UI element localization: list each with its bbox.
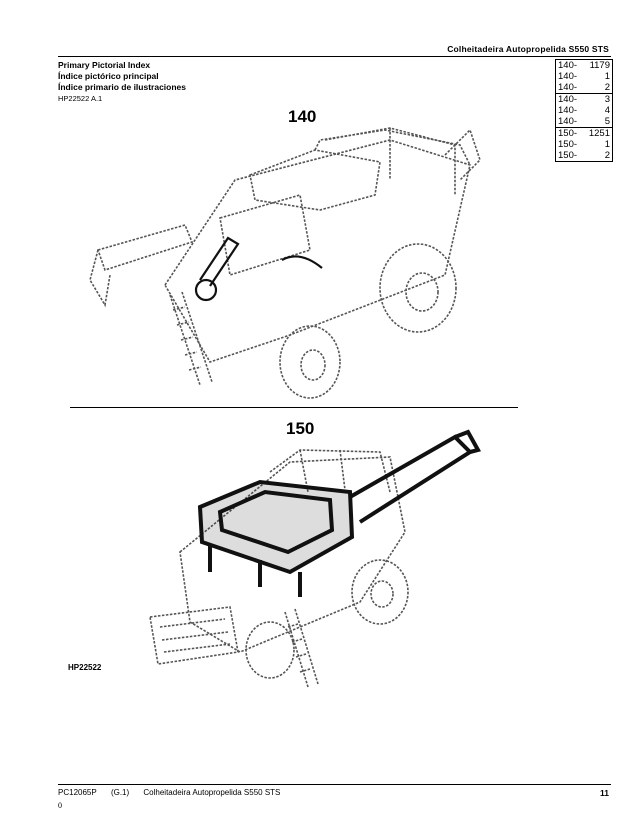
combine-illustration-150[interactable]: 150 HP22522: [60, 412, 530, 694]
reference-row[interactable]: 140-2: [558, 82, 610, 93]
footer-extra: 0: [58, 801, 62, 810]
figure-label-150: 150: [286, 419, 314, 438]
footer-doc-number: PC12065P: [58, 788, 97, 797]
header-rule: [58, 56, 611, 57]
index-title-pt: Índice pictórico principal: [58, 71, 159, 81]
reference-row[interactable]: 140-1: [558, 71, 610, 82]
reference-group: 140-1179 140-1 140-2: [555, 59, 613, 94]
index-title-es: Índice primario de ilustraciones: [58, 82, 187, 92]
footer-title: Colheitadeira Autopropelida S550 STS: [143, 788, 281, 797]
figure-label-140: 140: [288, 107, 316, 126]
reference-group: 150-1251 150-1 150-2: [555, 127, 613, 162]
highlighted-component-140: [194, 236, 323, 302]
index-title-en: Primary Pictorial Index: [58, 60, 151, 70]
reference-row[interactable]: 150-1: [558, 139, 610, 150]
highlighted-component-150: [197, 429, 482, 597]
footer-rule: [58, 784, 611, 785]
combine-illustration-140[interactable]: 140: [60, 100, 500, 400]
footer-code: (G.1): [110, 788, 130, 797]
reference-row[interactable]: 140-1179: [558, 60, 610, 71]
reference-row[interactable]: 150-1251: [558, 128, 610, 139]
page-header-title: Colheitadeira Autopropelida S550 STS: [447, 44, 609, 54]
figure-separator: [70, 407, 518, 408]
reference-row[interactable]: 150-2: [558, 150, 610, 161]
reference-row[interactable]: 140-5: [558, 116, 610, 127]
reference-group: 140-3 140-4 140-5: [555, 93, 613, 128]
page-number: 11: [600, 788, 609, 798]
reference-row[interactable]: 140-3: [558, 94, 610, 105]
page-reference-table: 140-1179 140-1 140-2 140-3 140-4 140-5 1…: [555, 59, 613, 162]
figure-image-id: HP22522: [68, 663, 102, 672]
reference-row[interactable]: 140-4: [558, 105, 610, 116]
figure-reference: HP22522 A.1: [58, 94, 103, 103]
page-footer: PC12065P (G.1) Colheitadeira Autopropeli…: [58, 788, 292, 797]
